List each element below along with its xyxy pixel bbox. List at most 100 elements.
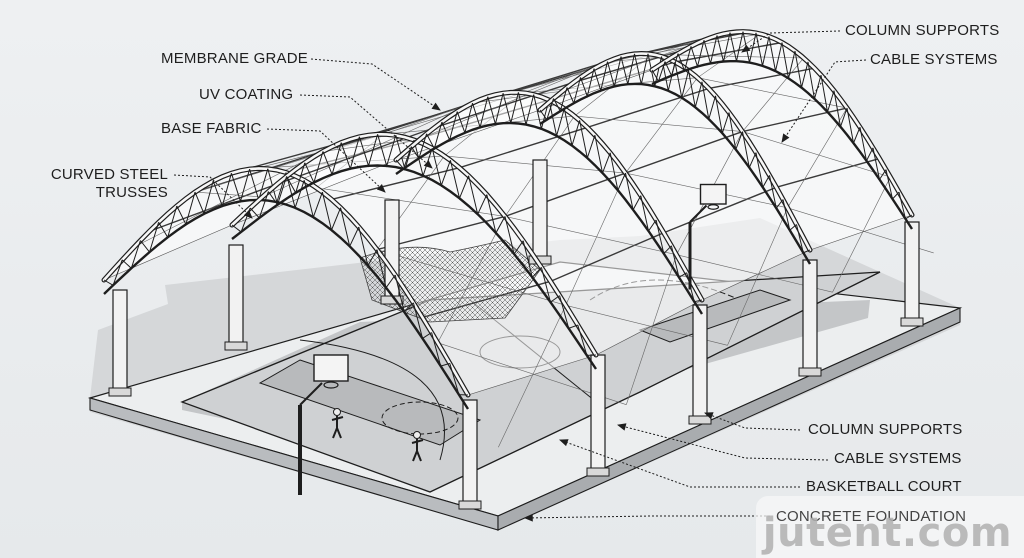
truss-web: [820, 75, 835, 113]
truss-web: [267, 176, 288, 206]
steel-column: [692, 304, 708, 421]
truss-web: [833, 90, 848, 129]
truss-web: [103, 259, 123, 287]
truss-web: [249, 191, 269, 219]
truss-web: [566, 77, 581, 105]
truss-web: [540, 267, 560, 304]
purlin: [625, 130, 743, 174]
truss-web: [782, 199, 797, 232]
truss-web: [701, 81, 716, 120]
truss-web: [377, 134, 397, 168]
truss-web: [286, 162, 306, 195]
truss-web: [468, 175, 488, 216]
truss-web: [781, 42, 796, 79]
basketball-hoops: [298, 183, 727, 495]
truss-web: [607, 56, 622, 87]
truss-web: [670, 245, 687, 279]
truss-web: [769, 175, 784, 210]
player-body: [331, 416, 344, 439]
label-concrete-foundation: CONCRETE FOUNDATION: [776, 508, 967, 525]
backboard: [699, 183, 727, 205]
hoop-rim: [707, 204, 720, 210]
truss-web: [441, 111, 458, 142]
truss-web: [728, 112, 743, 152]
leader-arrowhead: [559, 439, 569, 447]
label-base-fabric: BASE FABRIC: [161, 120, 262, 137]
truss-web: [340, 136, 360, 171]
truss-web: [176, 191, 196, 226]
column-base-plate: [458, 500, 482, 510]
truss-bottom-chord: [539, 82, 812, 265]
truss-web: [794, 50, 809, 88]
truss-web: [690, 40, 705, 69]
label-column-supports-bottom: COLUMN SUPPORTS: [808, 421, 963, 438]
steel-column: [384, 199, 400, 301]
truss-web: [304, 151, 324, 184]
truss-web: [872, 147, 887, 181]
truss-web: [321, 191, 342, 232]
truss-web: [846, 107, 861, 145]
leader-arrowhead: [376, 183, 386, 193]
cable: [697, 77, 848, 109]
truss-web: [729, 31, 744, 62]
truss-web: [898, 191, 913, 220]
cable: [625, 77, 698, 174]
truss-web: [413, 139, 433, 178]
leader-arrowhead: [523, 514, 533, 522]
purlin: [434, 81, 574, 129]
hoop-rim: [323, 381, 339, 389]
curved-steel-trusses: [101, 29, 915, 410]
truss-web: [563, 108, 581, 146]
truss-web: [553, 87, 568, 113]
truss-web: [517, 92, 535, 125]
truss-web: [715, 95, 730, 134]
truss-web: [594, 135, 611, 175]
purlin: [550, 232, 665, 282]
truss-web: [358, 226, 378, 267]
leader-line: [266, 128, 386, 193]
truss-web: [796, 224, 811, 254]
truss-web: [426, 121, 443, 150]
truss-web: [303, 180, 323, 219]
truss-web: [634, 53, 649, 85]
cable: [574, 115, 743, 132]
truss-web: [664, 53, 679, 78]
truss-web: [755, 32, 770, 67]
steel-column: [904, 221, 920, 323]
cable: [626, 254, 677, 405]
leader-arrowhead: [741, 44, 751, 53]
truss-web: [340, 207, 360, 248]
truss-web: [640, 195, 657, 233]
truss-web: [677, 46, 692, 73]
truss-web: [472, 96, 489, 130]
cable: [262, 102, 473, 198]
truss-web: [539, 98, 554, 121]
leader-arrowhead: [617, 423, 627, 431]
truss-web: [504, 216, 524, 256]
truss-web: [533, 94, 550, 129]
truss-web: [579, 120, 596, 160]
cable: [134, 151, 324, 248]
column-base-plate: [798, 367, 822, 377]
three-point-arc: [299, 339, 445, 461]
truss-bottom-chord: [231, 164, 597, 370]
leader-line: [299, 94, 433, 169]
cable: [523, 77, 698, 94]
leader-line: [173, 174, 253, 219]
cable: [255, 151, 324, 169]
leader-arrowhead: [781, 133, 790, 143]
steel-column: [532, 159, 548, 261]
cable: [697, 33, 761, 78]
truss-bottom-chord: [395, 121, 704, 315]
label-membrane-grade: MEMBRANE GRADE: [161, 50, 308, 67]
leader-line: [741, 30, 841, 53]
truss-web: [522, 240, 542, 279]
label-cable-systems-bottom: CABLE SYSTEMS: [834, 450, 962, 467]
truss-bottom-chord: [103, 198, 470, 410]
purlin: [663, 186, 777, 234]
label-column-supports-top: COLUMN SUPPORTS: [845, 22, 1000, 39]
leader-line: [310, 58, 441, 111]
truss-web: [449, 160, 470, 200]
